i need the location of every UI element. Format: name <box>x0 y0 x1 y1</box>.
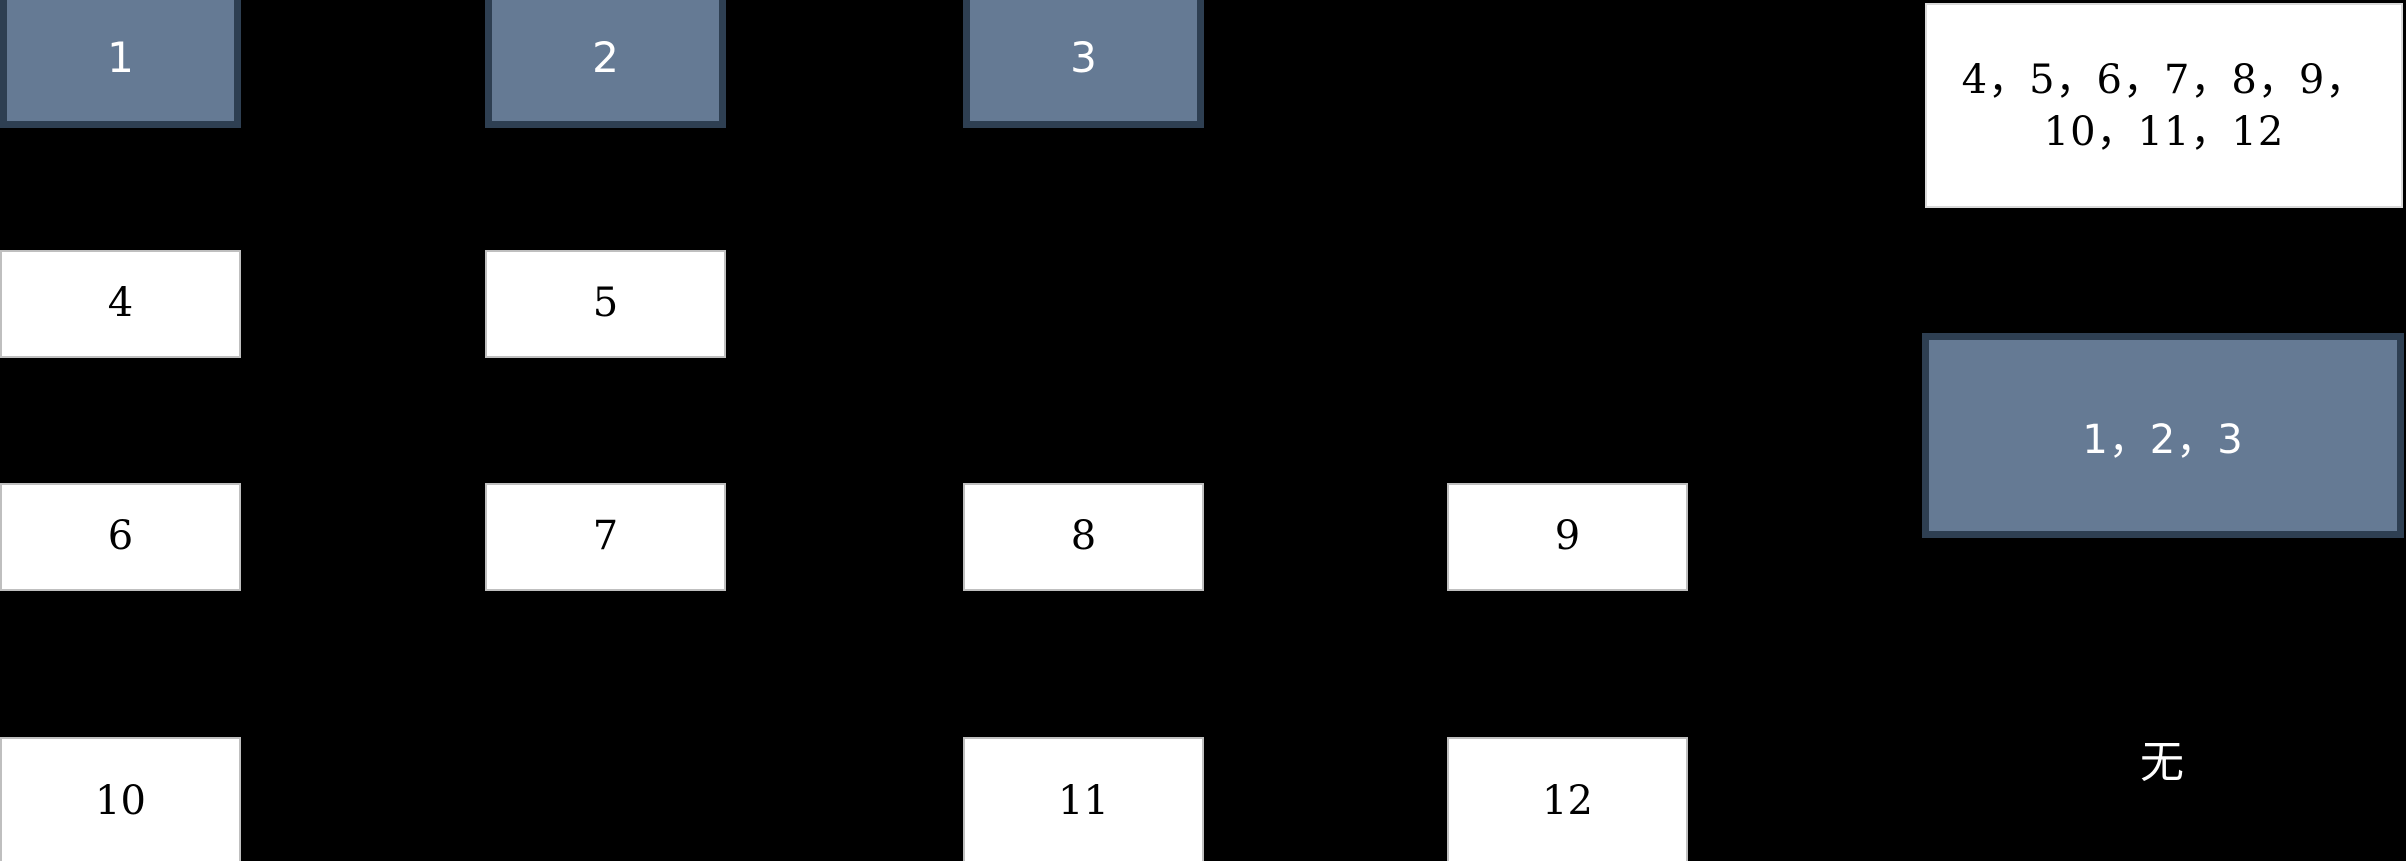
grid-node-label: 1 <box>107 33 134 83</box>
grid-node-label: 8 <box>1070 513 1097 560</box>
unselected-items-panel[interactable]: 4，5，6，7，8，9，10，11，12 <box>1925 3 2403 208</box>
grid-node-8[interactable]: 8 <box>963 483 1204 591</box>
grid-node-1[interactable]: 1 <box>0 0 241 128</box>
grid-node-11[interactable]: 11 <box>963 737 1204 861</box>
grid-node-10[interactable]: 10 <box>0 737 241 861</box>
grid-node-label: 3 <box>1070 33 1097 83</box>
grid-node-6[interactable]: 6 <box>0 483 241 591</box>
empty-state-text: 无 <box>2140 737 2184 788</box>
grid-node-9[interactable]: 9 <box>1447 483 1688 591</box>
grid-node-2[interactable]: 2 <box>485 0 726 128</box>
grid-node-4[interactable]: 4 <box>0 250 241 358</box>
panel-list-text: 4，5，6，7，8，9，10，11，12 <box>1961 56 2367 155</box>
grid-node-3[interactable]: 3 <box>963 0 1204 128</box>
panel-list-text: 1，2，3 <box>2082 416 2244 463</box>
grid-node-label: 5 <box>592 280 619 327</box>
grid-node-5[interactable]: 5 <box>485 250 726 358</box>
grid-node-12[interactable]: 12 <box>1447 737 1688 861</box>
grid-node-label: 12 <box>1542 778 1593 825</box>
grid-node-label: 4 <box>107 280 134 327</box>
grid-node-label: 10 <box>95 778 146 825</box>
grid-node-label: 9 <box>1554 513 1581 560</box>
selected-items-panel[interactable]: 1，2，3 <box>1922 333 2404 538</box>
grid-node-label: 11 <box>1058 778 1109 825</box>
grid-node-7[interactable]: 7 <box>485 483 726 591</box>
grid-node-label: 6 <box>107 513 134 560</box>
empty-state-label: 无 <box>2062 718 2262 798</box>
grid-node-label: 7 <box>592 513 619 560</box>
grid-node-label: 2 <box>592 33 619 83</box>
